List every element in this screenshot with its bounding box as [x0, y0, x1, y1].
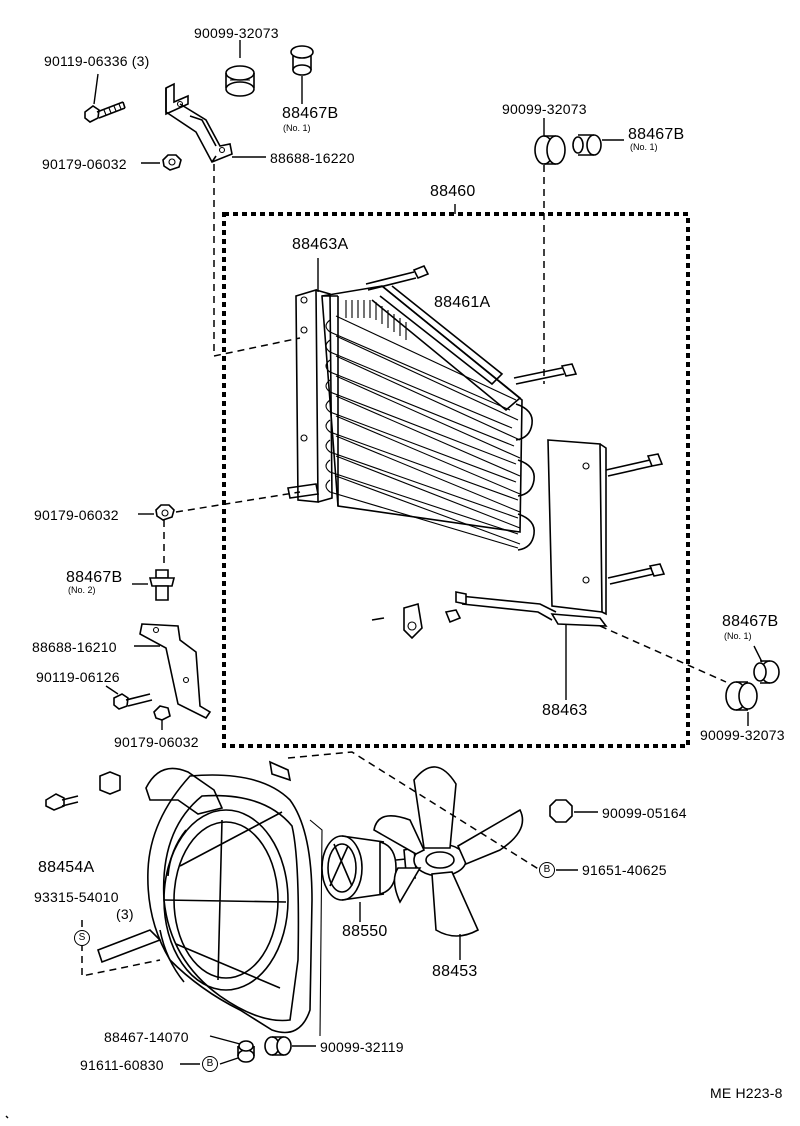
nut-90179-06032-low	[153, 705, 171, 730]
label-90119-06336: 90119-06336 (3)	[44, 53, 150, 69]
grommet-88467-14070	[209, 1035, 255, 1065]
bolt-90119-06126	[105, 685, 153, 710]
label-88467-14070: 88467-14070	[104, 1029, 189, 1045]
label-88467B-right: 88467B	[628, 126, 685, 143]
label-88467B-right-note: (No. 1)	[630, 142, 658, 152]
grommet-88467B-right	[572, 134, 624, 156]
side-bracket-88463	[547, 439, 608, 700]
label-88463: 88463	[542, 702, 588, 719]
nut-90179-06032-mid	[138, 491, 301, 521]
label-90119-06126: 90119-06126	[36, 669, 120, 685]
leader-lower-right	[599, 625, 727, 683]
bracket-88688-16210	[134, 623, 212, 720]
screw-93315-54010	[81, 920, 161, 977]
fan-shroud-88454A	[96, 760, 323, 1037]
side-bracket-88463A	[287, 258, 333, 503]
label-93315-54010-qty: (3)	[116, 906, 134, 922]
condenser-88461A	[321, 285, 557, 621]
s-marker: S	[74, 930, 90, 946]
label-88460: 88460	[430, 183, 476, 200]
grommet-88467B-no2	[132, 569, 176, 601]
bolt-condenser-right-2	[607, 563, 666, 585]
label-88467B-top: 88467B	[282, 105, 339, 122]
label-90099-32073-top: 90099-32073	[194, 25, 279, 41]
grommet-88467B-lowright	[753, 645, 780, 684]
bolt-condenser-mid	[513, 363, 578, 385]
grommet-88467B-top	[290, 45, 314, 104]
label-88688-16220: 88688-16220	[270, 150, 355, 166]
fan-88453	[373, 766, 524, 960]
label-91651-40625: 91651-40625	[582, 862, 667, 878]
label-88463A: 88463A	[292, 236, 349, 253]
b-marker-1: B	[539, 862, 555, 878]
label-90099-32073-right: 90099-32073	[502, 101, 587, 117]
label-88467B-mid: 88467B	[66, 569, 123, 586]
label-88454A: 88454A	[38, 859, 95, 876]
corner-mark	[5, 1115, 9, 1119]
label-90099-05164: 90099-05164	[602, 805, 687, 821]
label-88467B-lowright: 88467B	[722, 613, 779, 630]
bolt-90119-06336	[84, 73, 126, 123]
diagram-code: ME H223-8	[710, 1085, 783, 1101]
assembly-frame-88460	[222, 204, 690, 748]
label-90179-06032-top: 90179-06032	[42, 156, 127, 172]
bolt-condenser-top	[365, 264, 430, 291]
label-90179-06032-low: 90179-06032	[114, 734, 199, 750]
label-88467B-mid-note: (No. 2)	[68, 585, 96, 595]
label-88688-16210: 88688-16210	[32, 639, 117, 655]
bolt-condenser-right-1	[605, 453, 664, 477]
cushion-90099-32073-top	[225, 40, 255, 97]
nut-90099-05164	[549, 799, 598, 823]
bolt-shroud-left	[45, 771, 121, 811]
b-marker-2: B	[202, 1056, 218, 1072]
label-93315-54010: 93315-54010	[34, 889, 119, 905]
nut-90179-06032-top	[141, 154, 182, 171]
label-91611-60830: 91611-60830	[80, 1057, 164, 1073]
leader-to-b-washer	[287, 751, 541, 871]
label-88461A: 88461A	[434, 294, 491, 311]
cushion-90099-32073-lowright	[725, 681, 758, 726]
label-90179-06032-mid: 90179-06032	[34, 507, 119, 523]
bracket-88688-16220	[165, 82, 266, 164]
leader-bracket-to-condenser	[213, 164, 301, 357]
clamp-small	[371, 602, 462, 640]
cushion-90099-32073-right	[534, 118, 566, 165]
label-88467B-lowright-note: (No. 1)	[724, 631, 752, 641]
cushion-90099-32119	[264, 1036, 316, 1056]
label-88467B-top-note: (No. 1)	[283, 123, 311, 133]
label-88453: 88453	[432, 963, 478, 980]
label-88550: 88550	[342, 923, 388, 940]
label-90099-32073-lowright: 90099-32073	[700, 727, 785, 743]
label-90099-32119: 90099-32119	[320, 1039, 404, 1055]
